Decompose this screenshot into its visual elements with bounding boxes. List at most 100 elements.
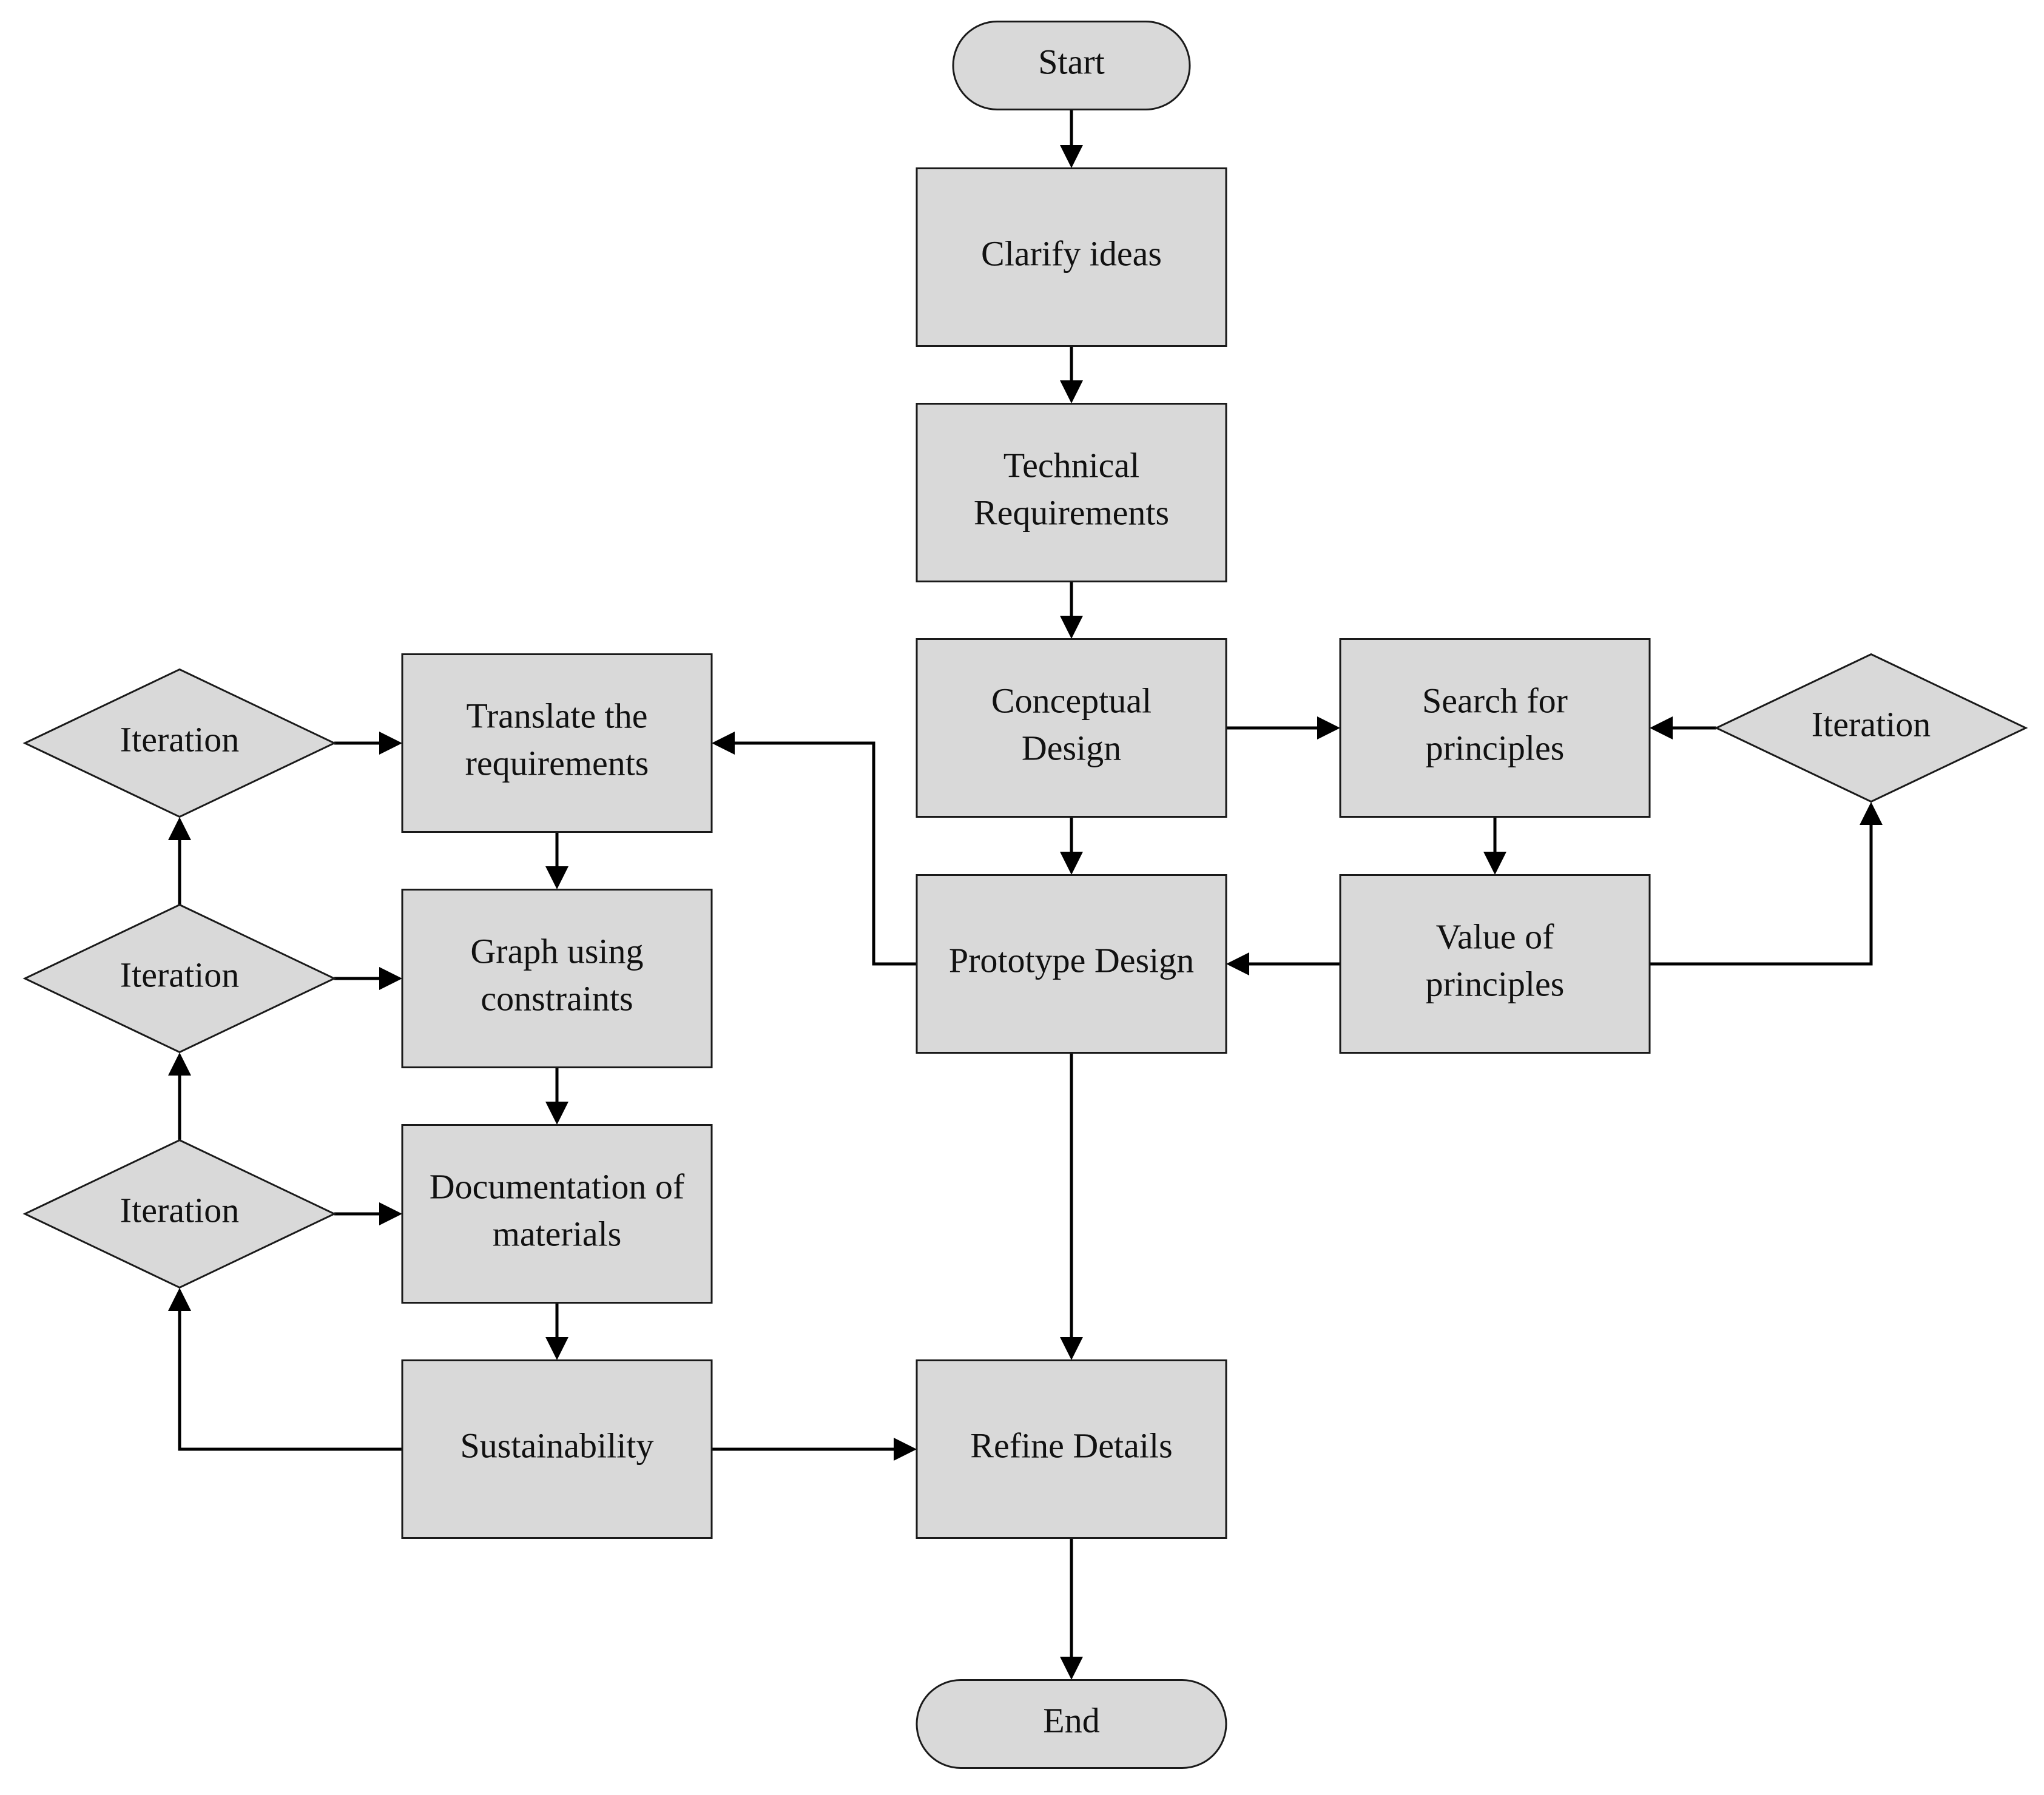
node-label: Requirements bbox=[974, 493, 1169, 532]
node-label: Technical bbox=[1003, 445, 1140, 485]
arrowhead bbox=[712, 732, 735, 755]
node-label: Iteration bbox=[120, 719, 239, 759]
node-refine: Refine Details bbox=[916, 1359, 1227, 1539]
process-box bbox=[916, 167, 1227, 347]
connector-iteration-left-3-to-iteration-left-2 bbox=[168, 1052, 191, 1140]
decision-diamond bbox=[1714, 653, 2028, 803]
arrowhead bbox=[894, 1438, 917, 1461]
node-label: principles bbox=[1426, 964, 1565, 1003]
node-label: requirements bbox=[465, 743, 649, 783]
process-box bbox=[916, 638, 1227, 818]
arrowhead bbox=[1226, 952, 1249, 975]
node-label: Search for bbox=[1422, 681, 1568, 720]
connector-iteration-left-1-to-translate bbox=[334, 732, 402, 755]
arrowhead bbox=[1060, 852, 1083, 875]
arrowhead bbox=[545, 1102, 568, 1125]
connector-prototype-to-refine bbox=[1060, 1053, 1083, 1360]
node-label: Design bbox=[1022, 728, 1121, 767]
node-prototype: Prototype Design bbox=[916, 874, 1227, 1054]
arrowhead bbox=[545, 866, 568, 889]
node-graph: Graph using constraints bbox=[401, 889, 713, 1068]
node-clarify: Clarify ideas bbox=[916, 167, 1227, 347]
node-label: Start bbox=[1038, 42, 1105, 81]
connector-iteration-left-2-to-iteration-left-1 bbox=[168, 817, 191, 905]
arrowhead bbox=[379, 732, 402, 755]
arrowhead bbox=[1860, 802, 1883, 825]
node-label: End bbox=[1043, 1700, 1099, 1740]
arrowhead bbox=[379, 967, 402, 990]
connector-value-to-prototype bbox=[1226, 952, 1340, 975]
process-box bbox=[916, 874, 1227, 1054]
decision-diamond bbox=[22, 1139, 337, 1289]
node-start: Start bbox=[952, 21, 1191, 110]
connector-prototype-to-translate bbox=[712, 732, 917, 966]
arrowhead bbox=[1060, 616, 1083, 639]
connector-start-to-clarify bbox=[1060, 110, 1083, 168]
process-box bbox=[401, 1124, 713, 1304]
process-box bbox=[401, 653, 713, 833]
node-label: Graph using bbox=[470, 931, 643, 971]
node-label: Iteration bbox=[120, 955, 239, 994]
connector-sustainability-to-refine bbox=[712, 1438, 917, 1461]
connector-sustainability-to-iteration-left-3 bbox=[168, 1288, 402, 1451]
decision-diamond bbox=[22, 668, 337, 818]
connector-line bbox=[1650, 825, 1873, 966]
process-box bbox=[401, 1359, 713, 1539]
arrowhead bbox=[1060, 1337, 1083, 1360]
node-label: Translate the bbox=[466, 696, 647, 735]
decision-diamond bbox=[22, 903, 337, 1054]
connector-conceptual-to-prototype bbox=[1060, 817, 1083, 875]
node-translate: Translate the requirements bbox=[401, 653, 713, 833]
node-label: Iteration bbox=[1812, 704, 1931, 744]
process-box bbox=[916, 1359, 1227, 1539]
node-label: Conceptual bbox=[991, 681, 1152, 720]
node-label: Prototype Design bbox=[949, 940, 1194, 980]
process-box bbox=[1339, 874, 1651, 1054]
connector-clarify-to-technical bbox=[1060, 346, 1083, 403]
connector-iteration-right-to-search bbox=[1650, 716, 1716, 739]
process-box bbox=[1339, 638, 1651, 818]
connector-refine-to-end bbox=[1060, 1538, 1083, 1680]
node-label: constraints bbox=[481, 978, 633, 1018]
arrowhead bbox=[1060, 145, 1083, 168]
node-iteration-right: Iteration bbox=[1714, 653, 2028, 803]
arrowhead bbox=[545, 1337, 568, 1360]
node-label: Clarify ideas bbox=[981, 234, 1162, 273]
arrowhead bbox=[1317, 716, 1340, 739]
arrowhead bbox=[1060, 1657, 1083, 1680]
node-label: Refine Details bbox=[970, 1426, 1172, 1465]
node-end: End bbox=[916, 1679, 1227, 1769]
arrowhead bbox=[168, 1288, 191, 1311]
node-iteration-left-1: Iteration bbox=[22, 668, 337, 818]
arrowhead bbox=[1483, 852, 1506, 875]
node-iteration-left-3: Iteration bbox=[22, 1139, 337, 1289]
connector-iteration-left-3-to-documentation bbox=[334, 1202, 402, 1225]
node-label: Iteration bbox=[120, 1190, 239, 1230]
connector-technical-to-conceptual bbox=[1060, 582, 1083, 639]
terminator-shape bbox=[916, 1679, 1227, 1769]
node-label: Sustainability bbox=[460, 1426, 654, 1465]
arrowhead bbox=[168, 1052, 191, 1076]
connector-value-to-iteration-right bbox=[1650, 802, 1883, 966]
process-box bbox=[401, 889, 713, 1068]
connector-conceptual-to-search bbox=[1226, 716, 1340, 739]
node-label: Documentation of bbox=[430, 1167, 685, 1206]
connector-line bbox=[735, 741, 917, 966]
node-label: Value of bbox=[1436, 917, 1555, 956]
arrowhead bbox=[379, 1202, 402, 1225]
arrowhead bbox=[168, 817, 191, 840]
connector-graph-to-documentation bbox=[545, 1068, 568, 1125]
node-search: Search for principles bbox=[1339, 638, 1651, 818]
connector-translate-to-graph bbox=[545, 832, 568, 889]
node-sustainability: Sustainability bbox=[401, 1359, 713, 1539]
connector-iteration-left-2-to-graph bbox=[334, 967, 402, 990]
terminator-shape bbox=[952, 21, 1191, 110]
node-iteration-left-2: Iteration bbox=[22, 903, 337, 1054]
node-label: principles bbox=[1426, 728, 1565, 767]
connector-search-to-value bbox=[1483, 817, 1506, 875]
node-value: Value of principles bbox=[1339, 874, 1651, 1054]
